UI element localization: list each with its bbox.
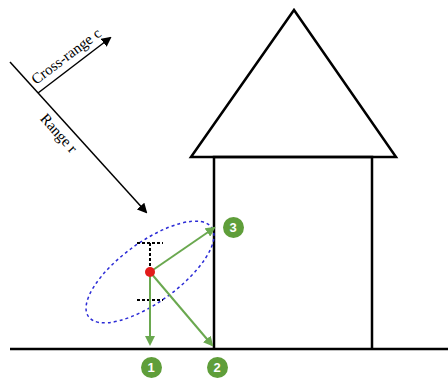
roof [191,10,396,157]
callout-number: 2 [213,361,220,374]
callout-circle: 3 [223,217,244,238]
propagation-paths [150,228,214,345]
callout-number: 1 [147,361,154,374]
callout-circle: 1 [141,357,162,378]
ground-line [10,348,448,351]
axis-label: Range r [37,110,80,155]
house-wall [214,157,372,349]
range-axis [10,62,146,212]
target-point [145,267,155,277]
callout-circle: 2 [207,357,228,378]
callout-number: 3 [229,221,236,234]
axis-label: Cross-range c [28,25,103,87]
